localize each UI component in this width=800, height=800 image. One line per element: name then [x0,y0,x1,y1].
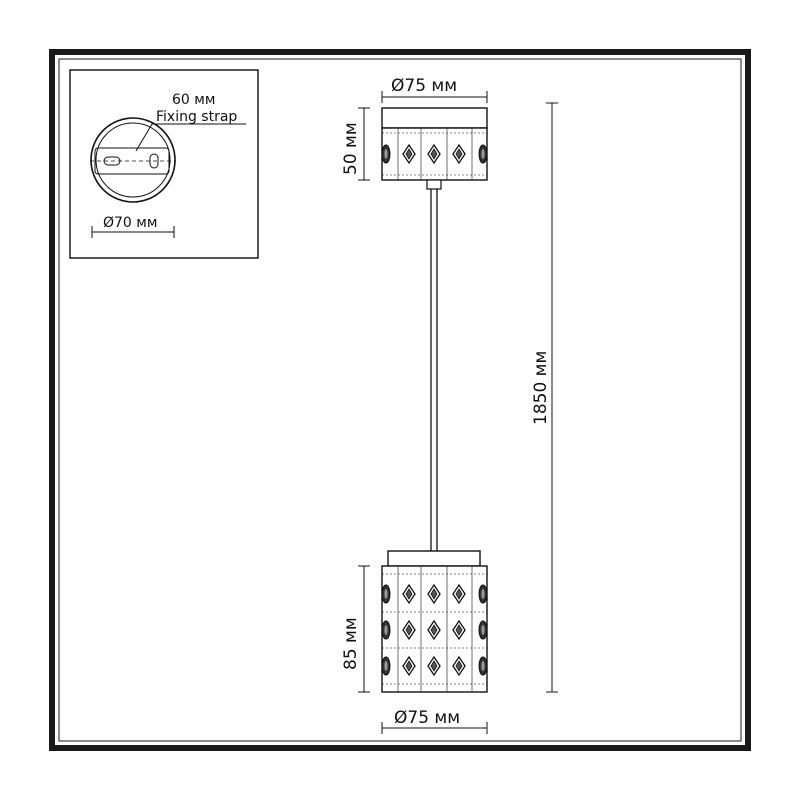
suspension-rod [430,189,438,551]
fixing-strap-leader [135,123,246,152]
shade-cap [387,550,481,567]
canopy-height-label: 50 мм [341,122,361,175]
canopy-pattern [381,128,488,180]
strap-slot-left [103,156,121,166]
strap-slot-right [149,153,159,169]
canopy-top-plate [381,107,488,129]
shade: 85 мм Ø75 мм [341,550,488,734]
strap-length-label: 60 мм [172,92,215,108]
canopy: Ø75 мм 50 мм [341,76,488,190]
mounting-plate-outer [90,117,176,203]
mounting-plate-inner [95,122,171,198]
inset-box [69,69,259,259]
overall-length-label: 1850 мм [531,351,551,425]
canopy-diameter-label: Ø75 мм [391,76,457,96]
fixing-strap-label: Fixing strap [156,109,237,125]
overall-length-dimension: 1850 мм [531,102,558,693]
drawing-frame-inner [58,58,742,742]
mounting-inset: 60 мм Fixing strap Ø70 мм [69,69,259,259]
shade-diameter-label: Ø75 мм [394,708,460,728]
shade-pattern [381,566,488,692]
drawing-frame [49,49,751,751]
shade-height-label: 85 мм [341,617,361,670]
mount-diameter-label: Ø70 мм [103,215,157,231]
canopy-connector [426,179,442,190]
